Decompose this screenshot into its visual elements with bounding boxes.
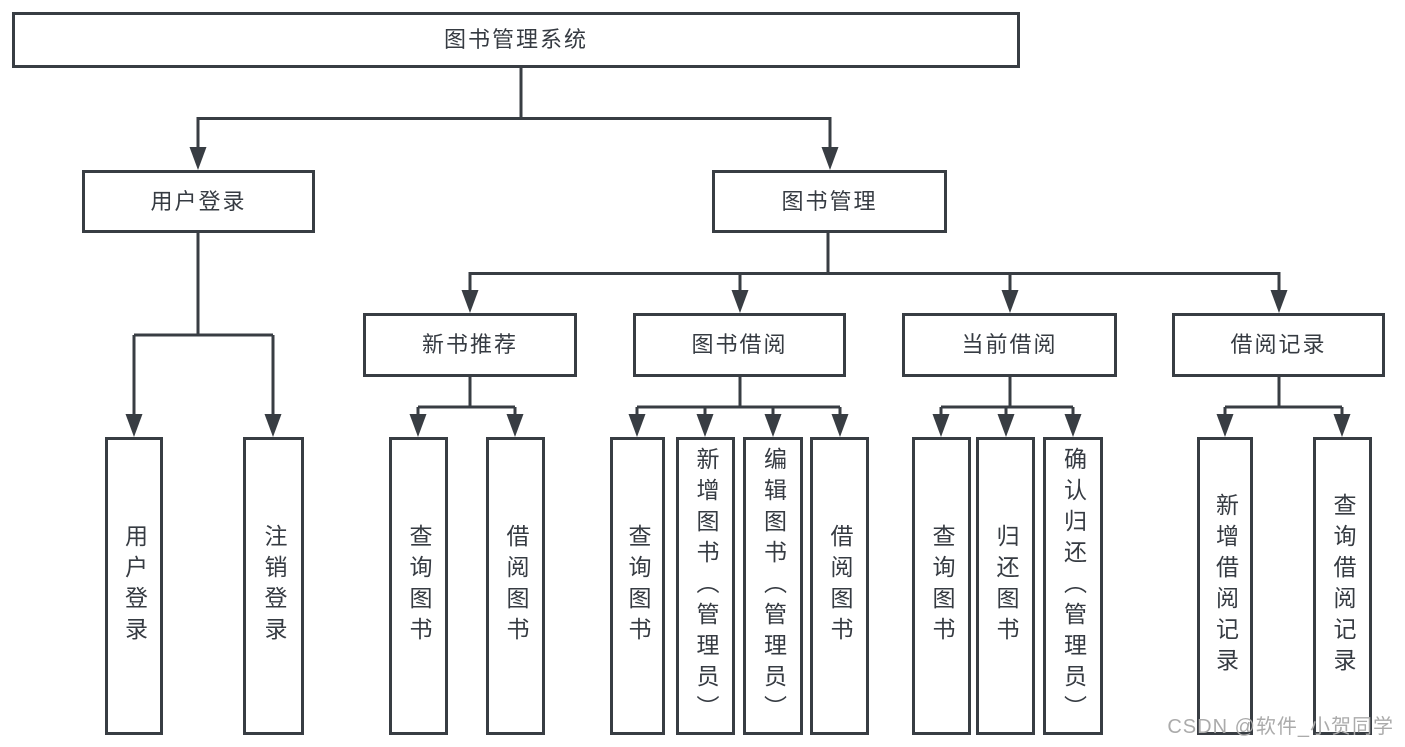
leaf-borrow-edit-books-admin: 编辑图书（管理员）	[743, 437, 803, 735]
arrowhead-icon	[764, 414, 782, 437]
arrowhead-icon	[506, 414, 524, 437]
arrowhead-icon	[1064, 414, 1082, 437]
arrowhead-icon	[125, 414, 143, 437]
node-book-management: 图书管理	[712, 170, 947, 233]
leaf-recommend-query-books: 查询图书	[389, 437, 448, 735]
arrowhead-icon	[461, 290, 479, 313]
arrowhead-icon	[696, 414, 714, 437]
leaf-logout: 注销登录	[243, 437, 304, 735]
connector-path	[132, 68, 1344, 418]
node-new-book-recommend: 新书推荐	[363, 313, 577, 377]
arrowhead-icon	[1001, 290, 1019, 313]
arrowhead-icon	[1270, 290, 1288, 313]
node-current-borrow: 当前借阅	[902, 313, 1117, 377]
arrowhead-icon	[1216, 414, 1234, 437]
node-root: 图书管理系统	[12, 12, 1020, 68]
leaf-borrow-query-books: 查询图书	[610, 437, 665, 735]
leaf-current-return-books: 归还图书	[976, 437, 1035, 735]
node-borrow-records: 借阅记录	[1172, 313, 1385, 377]
arrowhead-icon	[264, 414, 282, 437]
leaf-records-add-record: 新增借阅记录	[1197, 437, 1253, 735]
leaf-user-login: 用户登录	[105, 437, 163, 735]
arrowhead-icon	[409, 414, 427, 437]
arrowhead-icon	[932, 414, 950, 437]
leaf-borrow-borrow-books: 借阅图书	[810, 437, 869, 735]
arrowhead-icon	[189, 147, 207, 170]
arrowhead-icon	[831, 414, 849, 437]
arrowhead-icon	[628, 414, 646, 437]
leaf-current-query-books: 查询图书	[912, 437, 971, 735]
leaf-records-query-record: 查询借阅记录	[1313, 437, 1372, 735]
leaf-recommend-borrow-books: 借阅图书	[486, 437, 545, 735]
arrowheads	[125, 147, 1351, 437]
csdn-watermark: CSDN @软件_小贺同学	[1167, 716, 1394, 738]
node-book-borrow: 图书借阅	[633, 313, 846, 377]
leaf-borrow-add-books-admin: 新增图书（管理员）	[676, 437, 735, 735]
arrowhead-icon	[1333, 414, 1351, 437]
arrowhead-icon	[821, 147, 839, 170]
arrowhead-icon	[997, 414, 1015, 437]
arrowhead-icon	[731, 290, 749, 313]
leaf-current-confirm-return-admin: 确认归还（管理员）	[1043, 437, 1103, 735]
node-user-login: 用户登录	[82, 170, 315, 233]
